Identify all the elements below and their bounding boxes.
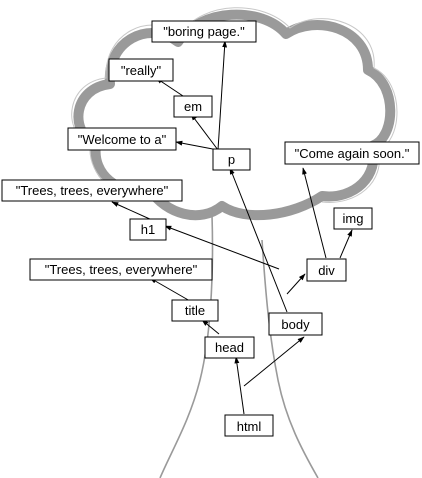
node-em: em bbox=[173, 95, 213, 118]
node-title: title bbox=[171, 299, 219, 322]
node-label: p bbox=[228, 152, 235, 167]
node-label: head bbox=[215, 340, 244, 355]
node-label: div bbox=[318, 263, 335, 278]
node-head: head bbox=[204, 336, 255, 359]
edges bbox=[111, 40, 353, 415]
node-really: "really" bbox=[108, 58, 174, 82]
node-label: "Welcome to a" bbox=[78, 132, 167, 147]
node-div: div bbox=[306, 258, 347, 282]
node-label: html bbox=[237, 419, 262, 434]
node-label: em bbox=[184, 99, 202, 114]
node-label: title bbox=[185, 303, 205, 318]
node-come-again: "Come again soon." bbox=[284, 141, 420, 165]
node-label: "Come again soon." bbox=[295, 146, 410, 161]
node-label: body bbox=[281, 317, 310, 332]
node-label: "really" bbox=[121, 63, 162, 78]
node-p: p bbox=[212, 148, 251, 171]
node-label: "Trees, trees, everywhere" bbox=[16, 183, 169, 198]
node-label: "boring page." bbox=[163, 24, 245, 39]
node-html: html bbox=[224, 414, 274, 437]
node-boring: "boring page." bbox=[151, 20, 257, 43]
node-title-text: "Trees, trees, everywhere" bbox=[29, 258, 213, 281]
node-label: "Trees, trees, everywhere" bbox=[45, 262, 198, 277]
node-welcome: "Welcome to a" bbox=[67, 127, 177, 151]
node-label: h1 bbox=[141, 222, 155, 237]
node-body: body bbox=[268, 312, 323, 336]
node-img: img bbox=[333, 207, 373, 230]
node-h1: h1 bbox=[129, 218, 167, 241]
node-label: img bbox=[343, 211, 364, 226]
node-h1-text: "Trees, trees, everywhere" bbox=[1, 179, 183, 202]
